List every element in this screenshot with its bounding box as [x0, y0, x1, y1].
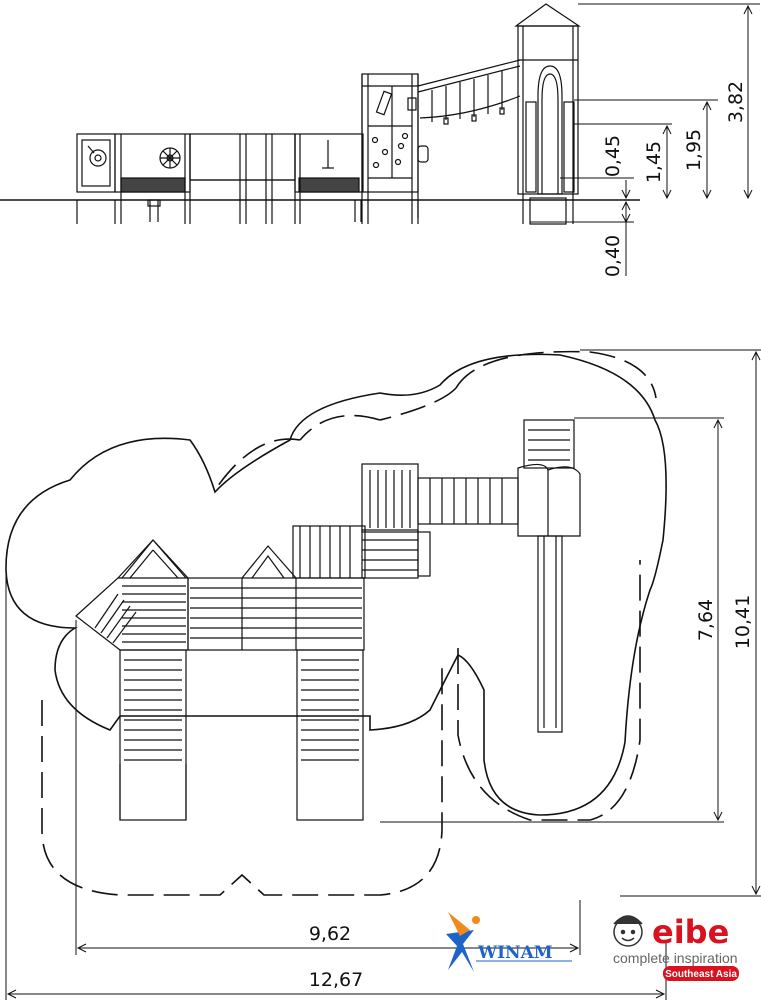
elevation-dimension-labels: 3,82 1,95 1,45 0,45 0,40 — [602, 81, 747, 277]
stairs-right — [296, 649, 364, 821]
plan-view — [5, 349, 761, 1000]
elevation-dimensions — [530, 3, 760, 276]
winam-figure-icon — [446, 930, 474, 972]
steering-wheel-icon — [87, 145, 107, 167]
dim-plan-depth: 7,64 — [695, 599, 717, 641]
bridge-deck-2 — [294, 133, 364, 224]
wheel-panel-icon — [159, 147, 181, 169]
middle-bridge — [189, 133, 296, 224]
stairs-left — [119, 649, 187, 821]
angled-deck-left — [75, 539, 189, 651]
eibe-wordmark: eibe — [652, 913, 729, 951]
dim-total-height: 3,82 — [725, 81, 747, 123]
rope-bridge — [417, 59, 521, 125]
slide-plan — [517, 419, 581, 733]
dashed-safety-outline — [41, 350, 657, 896]
dim-platform-height: 1,45 — [643, 141, 665, 183]
eibe-region-label: Southeast Asia — [665, 969, 737, 980]
eibe-logo: eibe complete inspiration Southeast Asia — [613, 913, 739, 981]
slide-chute — [525, 65, 575, 195]
plan-dimension-labels: 7,64 10,41 9,62 12,67 — [309, 595, 754, 991]
eibe-tagline: complete inspiration — [613, 950, 738, 966]
dim-safety-width: 12,67 — [309, 969, 363, 991]
wall-panel-left — [76, 133, 116, 224]
use-area-outline — [5, 353, 667, 816]
plank-bridge — [417, 477, 519, 525]
side-elevation — [0, 3, 760, 276]
eibe-face-icon — [613, 915, 643, 947]
dim-safety-depth: 10,41 — [732, 595, 754, 649]
deck-row — [187, 463, 431, 651]
dim-railing-height: 1,95 — [683, 129, 705, 171]
winam-logo: WINAM — [446, 912, 572, 972]
winam-wordmark: WINAM — [477, 943, 553, 963]
dim-foundation-depth: 0,40 — [602, 235, 624, 277]
eibe-region-badge — [663, 966, 739, 981]
dim-plan-width: 9,62 — [309, 923, 351, 945]
dim-step-height: 0,45 — [602, 135, 624, 177]
plan-dimensions — [5, 349, 761, 1000]
climbing-tower — [361, 73, 429, 224]
bridge-deck-1 — [114, 133, 191, 224]
